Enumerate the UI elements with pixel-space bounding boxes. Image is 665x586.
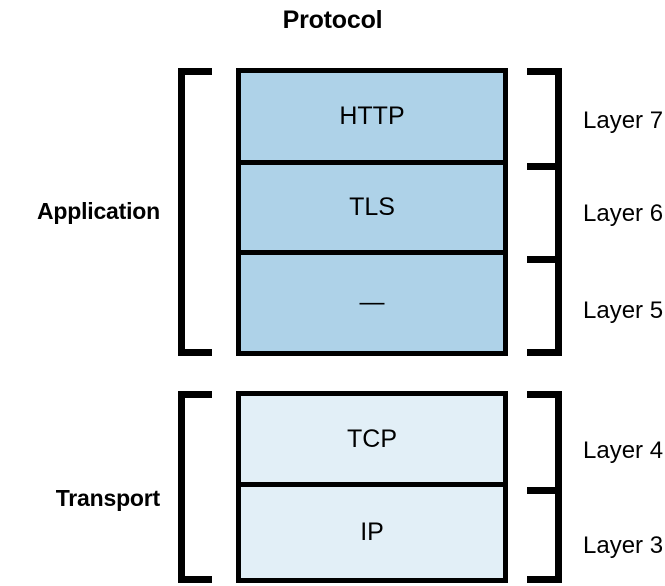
bracket-tick-layer6-layer5: [527, 256, 555, 263]
protocol-stack-application: HTTP TLS —: [236, 68, 508, 356]
protocol-cell-tls: TLS: [241, 165, 503, 255]
left-bracket-transport: [178, 391, 212, 583]
protocol-stack-transport: TCP IP: [236, 391, 508, 583]
protocol-cell-http: HTTP: [241, 73, 503, 165]
protocol-label-none: —: [359, 288, 385, 317]
protocol-cell-tcp: TCP: [241, 396, 503, 488]
layer-label-5: Layer 5: [583, 297, 664, 324]
right-bracket-application: [527, 68, 562, 356]
protocol-label-tls: TLS: [349, 192, 395, 221]
protocol-label-ip: IP: [360, 518, 384, 547]
diagram-title: Protocol: [282, 6, 383, 34]
protocol-cell-none: —: [241, 255, 503, 351]
left-bracket-application: [178, 68, 212, 356]
group-label-transport: Transport: [55, 485, 160, 511]
protocol-cell-ip: IP: [241, 487, 503, 578]
bracket-tick-layer7-layer6: [527, 163, 555, 170]
group-label-application: Application: [36, 198, 160, 224]
layer-label-6: Layer 6: [583, 200, 664, 227]
layer-label-4: Layer 4: [583, 437, 664, 464]
layer-label-3: Layer 3: [583, 532, 664, 559]
bracket-tick-layer4-layer3: [527, 487, 555, 494]
protocol-label-http: HTTP: [339, 101, 405, 130]
right-bracket-transport: [527, 391, 562, 583]
layer-label-7: Layer 7: [583, 107, 664, 134]
protocol-label-tcp: TCP: [347, 424, 397, 453]
